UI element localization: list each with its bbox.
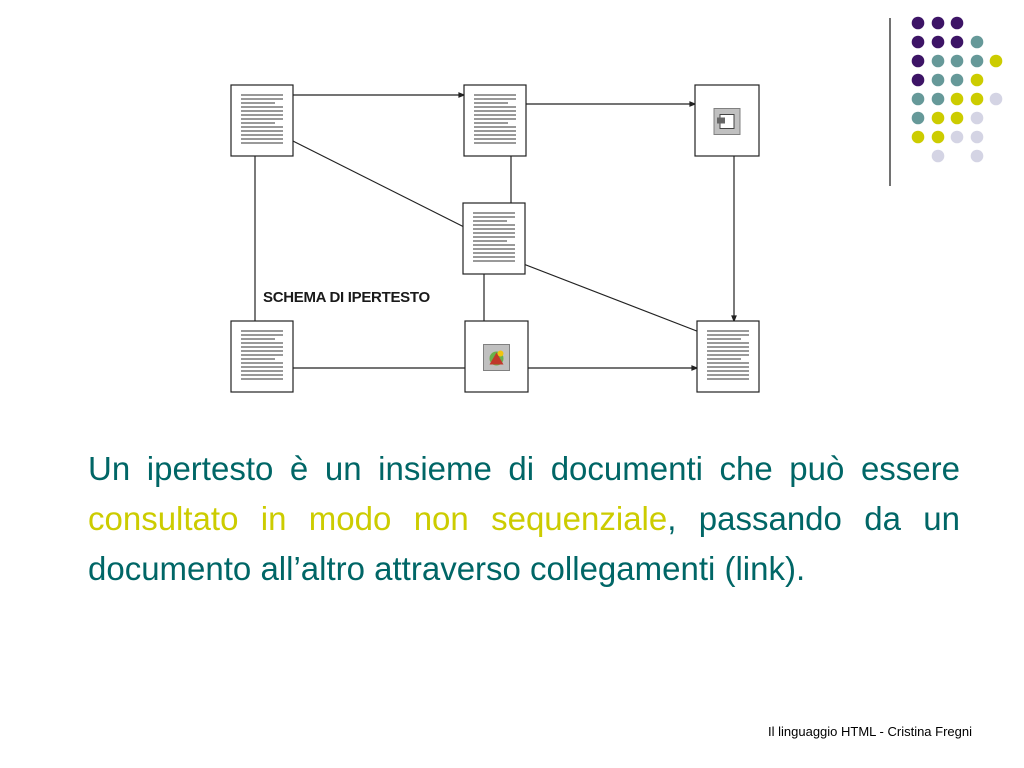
media-top-right-node	[694, 84, 760, 157]
paragraph-highlight: consultato in modo non sequenziale	[88, 500, 668, 537]
doc-bottom-left-node	[230, 320, 294, 393]
link-arrowhead	[689, 101, 697, 107]
picture-accent	[489, 352, 504, 365]
media-bottom-center-node	[464, 320, 529, 393]
doc-middle-node	[462, 202, 526, 275]
paragraph-text-2: , passando da un documento all’altro att…	[88, 500, 960, 587]
doc-bottom-right-node	[696, 320, 760, 393]
node-frame	[230, 84, 294, 157]
hypertext-diagram	[230, 84, 760, 393]
schema-label: SCHEMA DI IPERTESTO	[263, 289, 430, 306]
link-arrowhead	[731, 315, 737, 323]
node-frame	[230, 320, 294, 393]
doc-top-left-node	[230, 84, 294, 157]
link-arrowhead	[458, 92, 466, 98]
node-frame	[463, 84, 527, 157]
link-line	[274, 131, 481, 236]
picture-dot	[497, 350, 504, 357]
paragraph-text-1: Un ipertesto è un insieme di documenti c…	[88, 450, 960, 487]
media-camera-glyph	[717, 117, 725, 124]
main-paragraph: Un ipertesto è un insieme di documenti c…	[88, 444, 960, 594]
diagram-nodes	[230, 84, 760, 393]
node-frame	[696, 320, 760, 393]
node-frame	[462, 202, 526, 275]
link-line	[507, 257, 721, 341]
footer-credit: Il linguaggio HTML - Cristina Fregni	[768, 724, 972, 739]
link-arrowhead	[691, 365, 699, 371]
doc-top-center-node	[463, 84, 527, 157]
